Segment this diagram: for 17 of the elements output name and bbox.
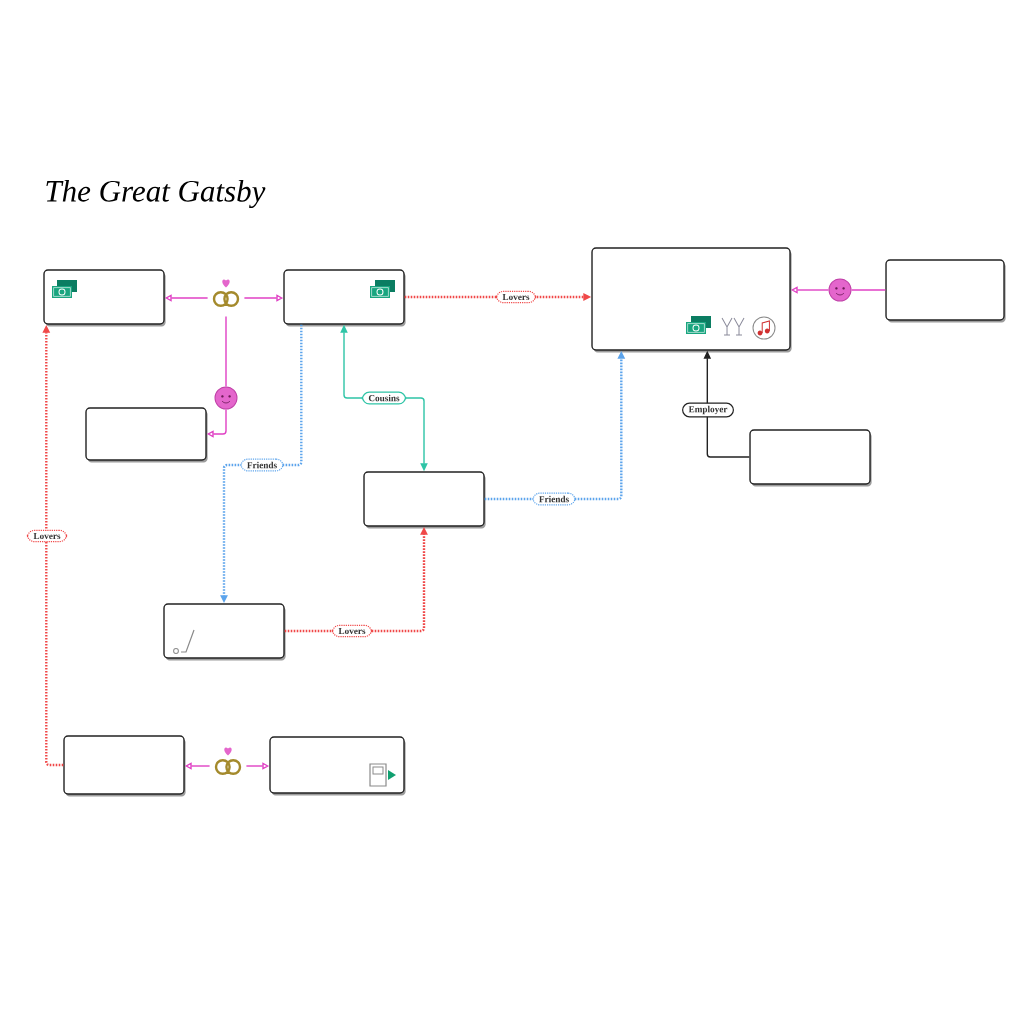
entity-box	[749, 429, 872, 487]
entity-box	[591, 247, 792, 353]
entity-box	[85, 407, 208, 463]
entity-box	[63, 735, 186, 797]
entity-box	[885, 259, 1006, 323]
line	[225, 315, 227, 388]
entity-box	[269, 736, 406, 796]
title: The Great Gatsby	[46, 179, 266, 209]
rings-icon	[212, 279, 240, 307]
line	[850, 289, 886, 291]
rings-icon	[214, 747, 242, 775]
entity-box	[163, 603, 286, 661]
entity-box	[283, 269, 406, 327]
face-icon	[214, 386, 238, 410]
entity-box	[363, 471, 486, 529]
entity-box	[43, 269, 166, 327]
face-icon	[828, 278, 852, 302]
